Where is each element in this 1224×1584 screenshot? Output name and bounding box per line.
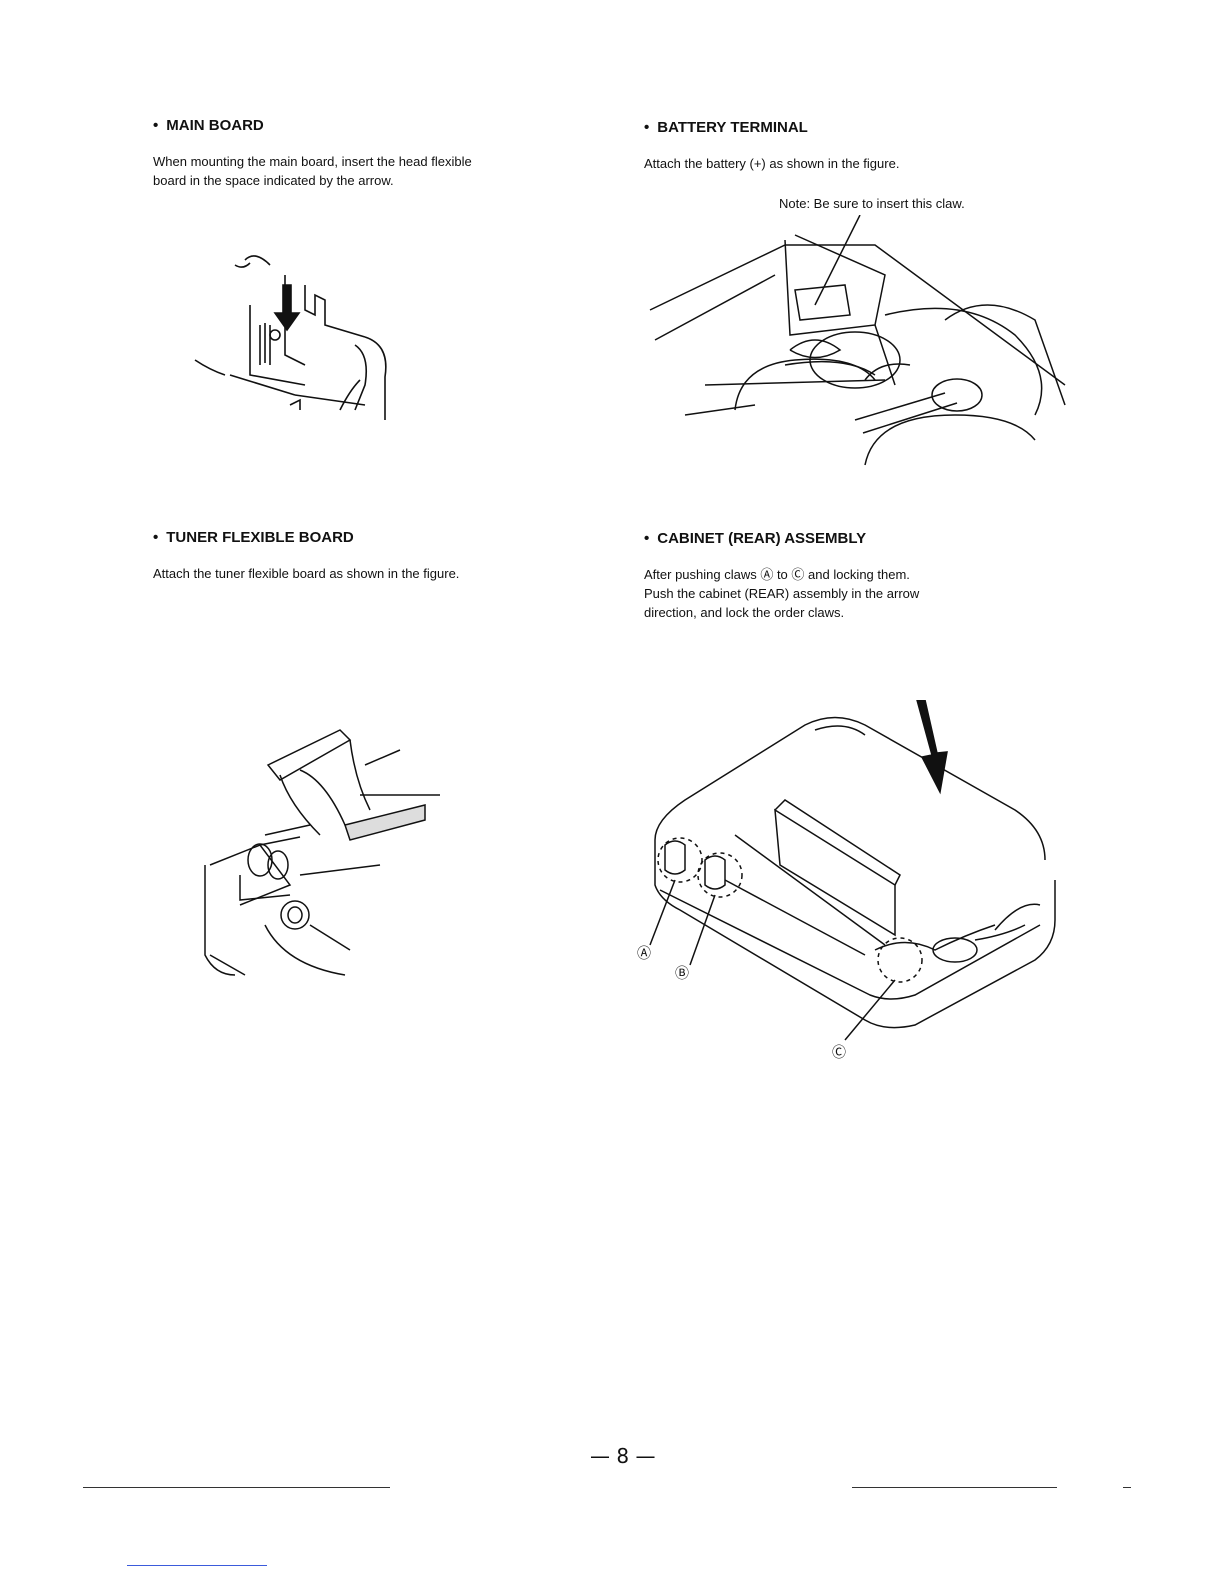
main-board-text-2: board in the space indicated by the arro… bbox=[153, 173, 394, 188]
tuner-flexible-board-heading: •TUNER FLEXIBLE BOARD bbox=[153, 529, 354, 546]
battery-terminal-note: Note: Be sure to insert this claw. bbox=[779, 196, 965, 211]
battery-terminal-figure bbox=[645, 215, 1075, 475]
footer-rule-right bbox=[852, 1487, 1057, 1488]
tuner-flexible-board-text: Attach the tuner flexible board as shown… bbox=[153, 566, 460, 581]
battery-terminal-heading: •BATTERY TERMINAL bbox=[644, 119, 808, 136]
tuner-flexible-board-section: •TUNER FLEXIBLE BOARD Attach the tuner f… bbox=[153, 529, 573, 583]
main-board-figure bbox=[175, 245, 405, 430]
tuner-flexible-board-figure bbox=[200, 725, 445, 980]
main-board-text-1: When mounting the main board, insert the… bbox=[153, 154, 472, 169]
claw-a-label: Ⓐ bbox=[637, 945, 651, 961]
battery-terminal-text: Attach the battery (+) as shown in the f… bbox=[644, 156, 900, 171]
battery-terminal-section: •BATTERY TERMINAL Attach the battery (+)… bbox=[644, 119, 1084, 173]
claw-c-label: Ⓒ bbox=[832, 1044, 846, 1060]
cabinet-rear-assembly-heading: •CABINET (REAR) ASSEMBLY bbox=[644, 530, 867, 547]
cabinet-rear-assembly-text-1: After pushing claws Ⓐ to Ⓒ and locking t… bbox=[644, 567, 910, 582]
footer-rule-left bbox=[83, 1487, 390, 1488]
cabinet-rear-assembly-text-2: Push the cabinet (REAR) assembly in the … bbox=[644, 586, 920, 601]
page-number: — 8 — bbox=[590, 1444, 656, 1468]
cabinet-rear-assembly-figure bbox=[635, 700, 1065, 1050]
footer-blue-rule bbox=[127, 1565, 267, 1566]
cabinet-rear-assembly-section: •CABINET (REAR) ASSEMBLY After pushing c… bbox=[644, 530, 1084, 622]
footer-rule-dash bbox=[1123, 1487, 1131, 1488]
claw-b-label: Ⓑ bbox=[675, 965, 689, 981]
main-board-section: •MAIN BOARD When mounting the main board… bbox=[153, 117, 573, 190]
cabinet-rear-assembly-text-3: direction, and lock the order claws. bbox=[644, 605, 845, 620]
main-board-heading: •MAIN BOARD bbox=[153, 117, 264, 134]
